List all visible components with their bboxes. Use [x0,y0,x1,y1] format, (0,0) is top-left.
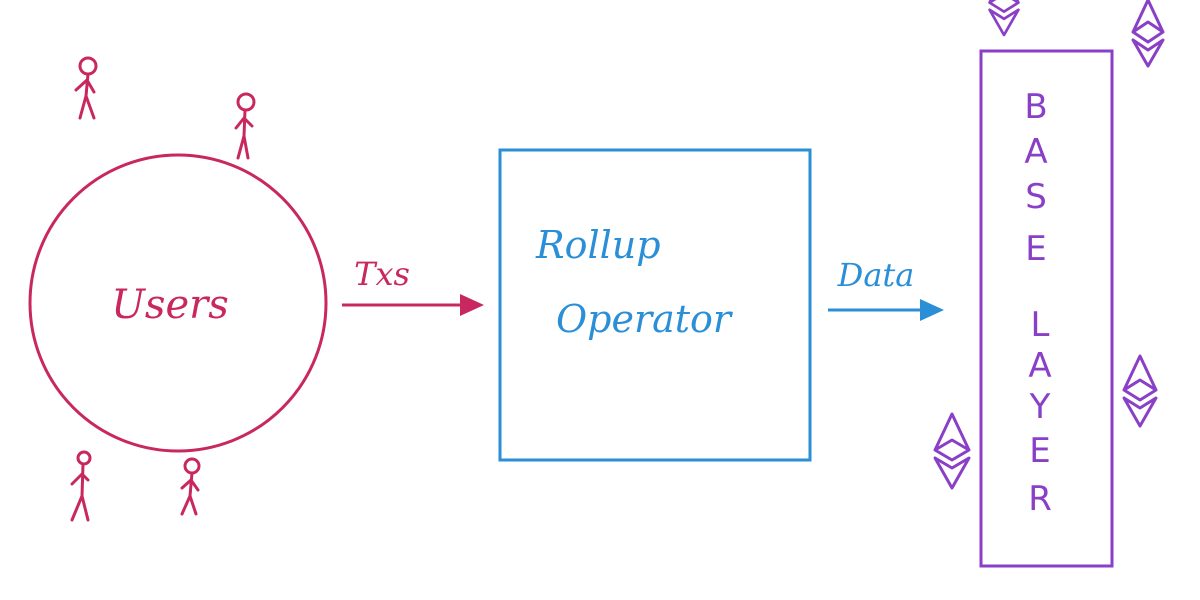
base-letter: R [1028,479,1052,519]
users-circle [28,153,328,453]
base-layer-label: B A S E L A Y E R [1024,87,1051,519]
ethereum-diamond-icon [988,0,1020,37]
ethereum-diamond-icon [933,412,971,490]
txs-arrow: Txs [342,255,484,316]
base-letter: Y [1029,387,1051,427]
data-arrow-head [920,299,944,321]
base-letter: A [1024,132,1047,172]
base-letter: S [1025,177,1047,217]
stick-figure-icon [74,56,98,120]
base-letter: A [1028,346,1051,386]
stick-figure-icon [180,457,201,516]
operator-label-line1: Rollup [535,223,661,267]
operator-group: Rollup Operator [498,148,812,462]
operator-box [498,148,812,462]
data-label: Data [837,256,915,294]
base-letter: E [1029,431,1050,471]
ethereum-diamond-icon [1122,354,1158,428]
stick-figure-icon [234,92,256,160]
base-letter: L [1031,305,1050,345]
data-arrow: Data [828,256,944,321]
operator-label-line2: Operator [556,297,734,341]
stick-figure-icon [70,450,92,522]
base-letter: B [1024,87,1047,127]
txs-label: Txs [354,255,410,293]
users-label: Users [111,282,229,328]
base-layer-group: B A S E L A Y E R [933,0,1165,568]
users-group: Users [28,56,328,522]
ethereum-diamond-icon [1131,0,1165,68]
txs-arrow-head [460,294,484,316]
base-layer-box [979,49,1114,568]
base-letter: E [1025,229,1046,269]
